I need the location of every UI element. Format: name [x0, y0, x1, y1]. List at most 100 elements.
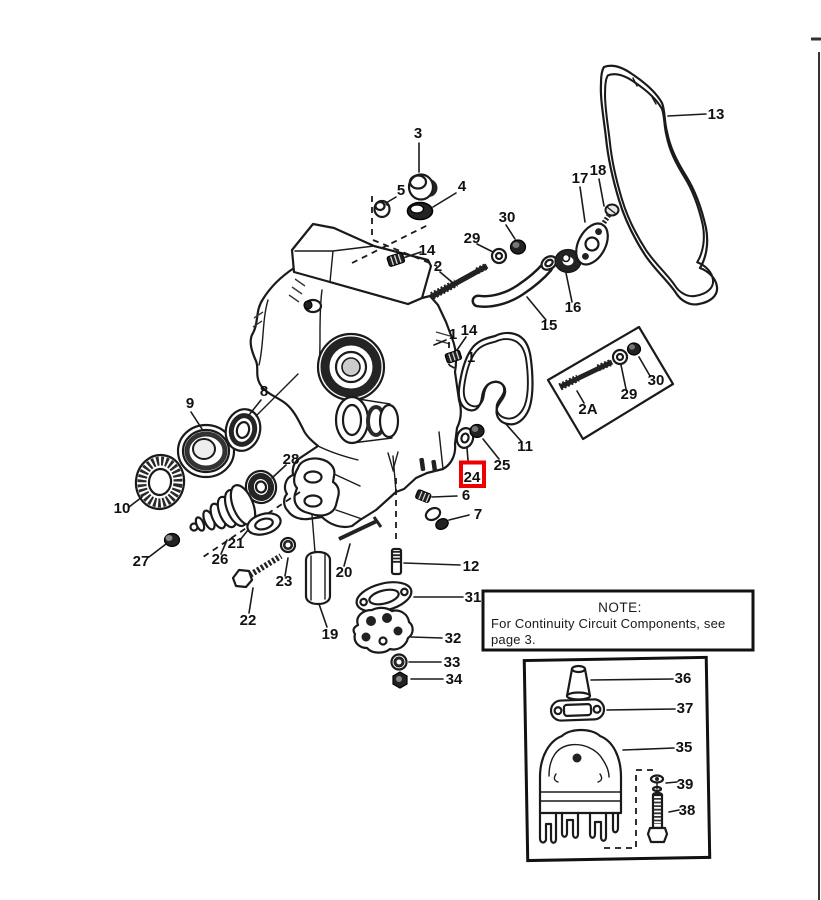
- part-25-nut: [469, 423, 485, 439]
- housing-bore-upper: [316, 332, 386, 402]
- part-26-bellows: [189, 484, 257, 532]
- leader-line-4: [432, 192, 457, 208]
- part-12-pin: [390, 547, 403, 576]
- housing-face-hole: [303, 298, 323, 314]
- part-14-plug-lower: [444, 349, 463, 364]
- part-callout-15: 15: [541, 317, 558, 334]
- part-14-plug-upper: [386, 252, 406, 267]
- part-callout-14: 14: [419, 242, 436, 259]
- part-18-bolt: [598, 203, 620, 229]
- part-9-retainer-ring: [176, 423, 236, 479]
- gasket-13: [599, 64, 719, 306]
- part-callout-8: 8: [260, 383, 268, 400]
- part-callout-35: 35: [676, 739, 693, 756]
- part-callout-27: 27: [133, 553, 150, 570]
- part-callout-13: 13: [708, 106, 725, 123]
- leader-line-2: [439, 271, 454, 284]
- part-callout-24-highlighted[interactable]: 24: [464, 469, 481, 486]
- part-callout-1: 1: [449, 326, 457, 343]
- part-callout-25: 25: [494, 457, 511, 474]
- part-callout-39: 39: [677, 776, 694, 793]
- housing-bore-lower: [334, 395, 400, 445]
- part-7-fitting: [424, 506, 449, 530]
- part-34-nut: [392, 671, 408, 689]
- leader-line-32: [410, 636, 443, 639]
- part-callout-1: 1: [467, 349, 475, 366]
- part-4-seal: [406, 201, 434, 221]
- part-callout-23: 23: [276, 573, 293, 590]
- leader-line-18: [598, 178, 605, 207]
- part-5-cap: [373, 199, 391, 219]
- leader-line-28: [271, 464, 287, 479]
- gasket-11: [457, 331, 534, 426]
- part-callout-2A: 2A: [578, 401, 597, 418]
- part-callout-17: 17: [572, 170, 589, 187]
- leader-line-8: [248, 399, 262, 416]
- note-box: NOTE: For Continuity Circuit Components,…: [481, 589, 755, 652]
- part-callout-14: 14: [461, 322, 478, 339]
- leader-line-1: [433, 339, 447, 346]
- part-6-plug: [415, 489, 432, 503]
- part-callout-36: 36: [675, 670, 692, 687]
- leader-line-29: [476, 243, 494, 253]
- part-callout-29: 29: [621, 386, 638, 403]
- leader-line-23: [284, 557, 289, 577]
- leader-line-12: [403, 562, 461, 566]
- part-callout-38: 38: [679, 802, 696, 819]
- part-20-pin: [338, 516, 383, 541]
- housing-studs: [419, 457, 438, 473]
- part-callout-2: 2: [434, 258, 442, 275]
- part-callout-30: 30: [648, 372, 665, 389]
- leader-line-5: [385, 196, 397, 204]
- part-callout-22: 22: [240, 612, 257, 629]
- part-10-bearing: [134, 453, 186, 511]
- part-23-washer: [279, 536, 297, 554]
- leader-line-11: [504, 422, 522, 442]
- leader-line-29: [620, 364, 627, 390]
- part-callout-9: 9: [186, 395, 194, 412]
- part-39-washer-screw: [649, 774, 665, 793]
- leader-line-6: [431, 495, 458, 498]
- leader-line-39: [665, 781, 678, 784]
- part-callout-20: 20: [336, 564, 353, 581]
- part-callout-12: 12: [463, 558, 480, 575]
- part-2a-stud: [558, 358, 614, 391]
- part-callout-21: 21: [228, 535, 245, 552]
- part-3-bushing: [407, 173, 438, 201]
- leader-line-27: [148, 543, 167, 558]
- leader-line-17: [579, 186, 586, 223]
- housing-bracket: [293, 457, 363, 553]
- leader-line-24: [466, 447, 469, 461]
- part-callout-4: 4: [458, 178, 467, 195]
- leader-line-19: [318, 603, 328, 628]
- leader-line-30: [505, 224, 516, 240]
- part-24-washer: [455, 427, 475, 449]
- leader-line-14: [402, 251, 422, 259]
- part-17-flange: [575, 222, 609, 266]
- part-callout-26: 26: [212, 551, 229, 568]
- part-callout-5: 5: [397, 182, 405, 199]
- part-callout-11: 11: [517, 438, 533, 455]
- leader-line-16: [565, 272, 573, 303]
- part-callout-33: 33: [444, 654, 461, 671]
- part-8-seal: [224, 408, 262, 452]
- leader-line-15: [526, 296, 547, 321]
- part-36-grommet: [565, 664, 592, 701]
- leader-line-14: [456, 336, 467, 351]
- leader-line-22: [248, 587, 254, 614]
- note-title: NOTE:: [598, 600, 642, 615]
- leader-line-26: [220, 539, 228, 555]
- part-callout-7: 7: [474, 506, 482, 523]
- highlight-box-24[interactable]: [459, 460, 486, 488]
- part-callout-31: 31: [465, 589, 482, 606]
- part-29-washer-inset: [611, 348, 629, 366]
- part-29-washer-upper: [490, 247, 508, 265]
- part-27-nut: [163, 532, 181, 548]
- leader-line-21: [239, 529, 249, 541]
- part-30-nut-upper: [509, 239, 527, 255]
- part-callout-32: 32: [445, 630, 462, 647]
- part-15-tube: [471, 255, 558, 308]
- note-line-2: page 3.: [491, 632, 536, 647]
